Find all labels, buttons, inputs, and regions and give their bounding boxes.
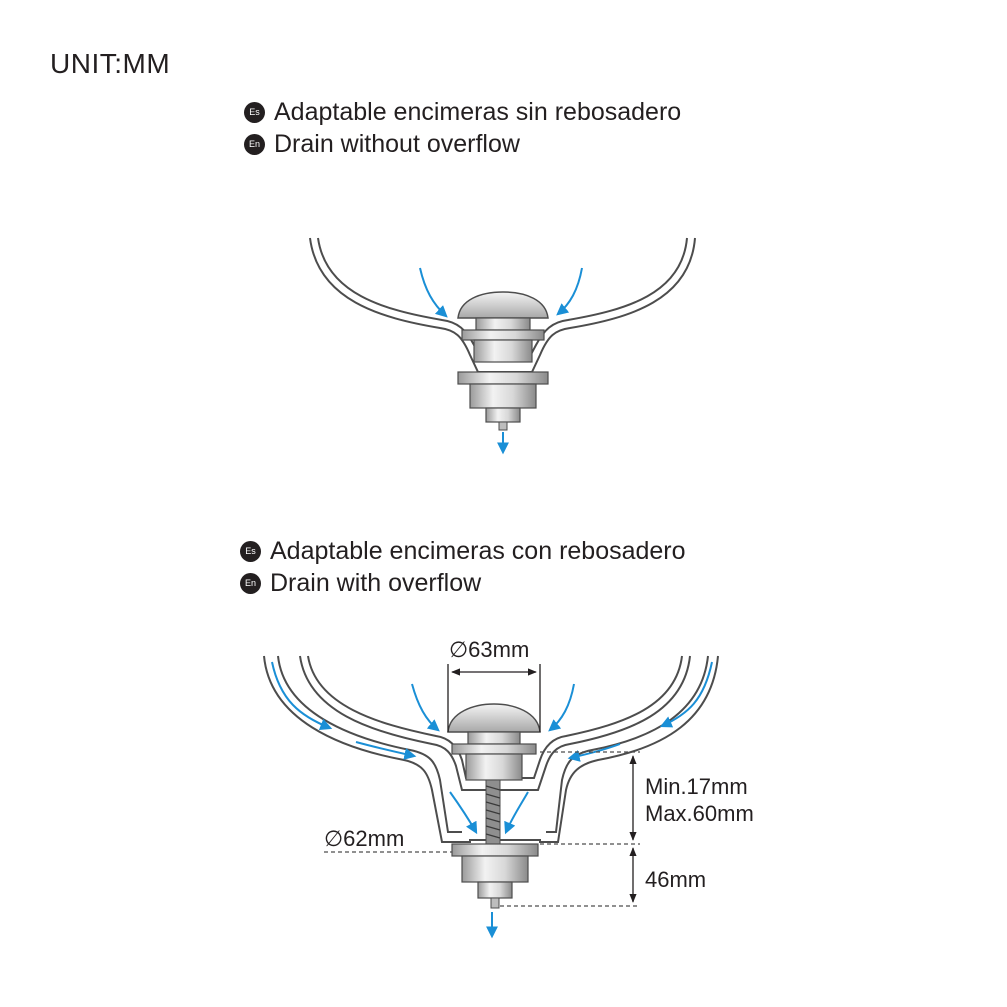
dimension-cap-diameter: ∅63mm [447, 637, 541, 732]
flow-arrow-overflow-left [271, 661, 333, 731]
drain-pin [498, 421, 508, 431]
english-language-icon: En [240, 572, 261, 594]
legend-row-en: En Drain with overflow [240, 567, 686, 599]
legend-text-es: Adaptable encimeras con rebosadero [270, 537, 686, 565]
lock-nut [451, 843, 539, 857]
legend-text-en: Drain with overflow [270, 569, 482, 597]
drain-body [461, 855, 529, 883]
drain-cap [447, 703, 541, 733]
rod-thread [485, 785, 501, 839]
dimension-body-height: 46mm [500, 847, 706, 907]
cap-diameter-label: ∅63mm [449, 637, 529, 662]
drain-tail [485, 407, 521, 423]
legend-row-es: Es Adaptable encimeras sin rebosadero [244, 96, 681, 128]
max-thickness-label: Max.60mm [645, 801, 754, 826]
legend-without-overflow: Es Adaptable encimeras sin rebosadero En… [244, 96, 681, 160]
cap-stem [475, 317, 531, 331]
flow-arrow-right [556, 267, 583, 316]
overflow-channel-wall-right [546, 655, 709, 833]
flow-arrows-bottom [271, 661, 713, 939]
drain-cap [457, 291, 549, 319]
flow-arrow-bowl-right [548, 683, 575, 732]
flow-arrows-top [419, 267, 583, 455]
drain-neck [465, 753, 523, 781]
dimension-counter-thickness: Min.17mm Max.60mm [540, 751, 754, 845]
body-height-label: 46mm [645, 867, 706, 892]
flow-arrow-left [419, 267, 448, 318]
spanish-language-icon: Es [240, 540, 261, 562]
pop-up-drain-top [457, 291, 549, 431]
legend-with-overflow: Es Adaptable encimeras con rebosadero En… [240, 535, 686, 599]
overflow-channel-wall [277, 655, 462, 833]
legend-row-en: En Drain without overflow [244, 128, 681, 160]
flow-arrow-inner-right [504, 791, 529, 835]
flow-arrow-overflow-right [659, 661, 713, 728]
legend-row-es: Es Adaptable encimeras con rebosadero [240, 535, 686, 567]
body-diameter-label: ∅62mm [324, 826, 404, 851]
legend-text-es: Adaptable encimeras sin rebosadero [274, 98, 682, 126]
dimension-body-diameter: ∅62mm [324, 826, 452, 853]
cap-stem [467, 731, 521, 745]
drain-flange [451, 743, 537, 755]
drain-flange [461, 329, 545, 341]
flow-arrow-overflow-right-2 [567, 743, 621, 762]
unit-label: UNIT:MM [50, 48, 171, 79]
lock-nut [457, 371, 549, 385]
drain-body [469, 383, 537, 409]
drain-tail [477, 881, 513, 899]
drain-neck [473, 339, 533, 363]
pop-up-drain-bottom [447, 703, 541, 909]
basin-outer-wall [263, 655, 719, 843]
flow-arrow-overflow-left-2 [355, 741, 417, 760]
flow-arrow-bowl-left [411, 683, 440, 732]
english-language-icon: En [244, 133, 265, 155]
drain-pin [490, 897, 500, 909]
spanish-language-icon: Es [244, 101, 265, 123]
flow-arrow-inner-left [449, 791, 478, 835]
legend-text-en: Drain without overflow [274, 130, 520, 158]
min-thickness-label: Min.17mm [645, 774, 748, 799]
